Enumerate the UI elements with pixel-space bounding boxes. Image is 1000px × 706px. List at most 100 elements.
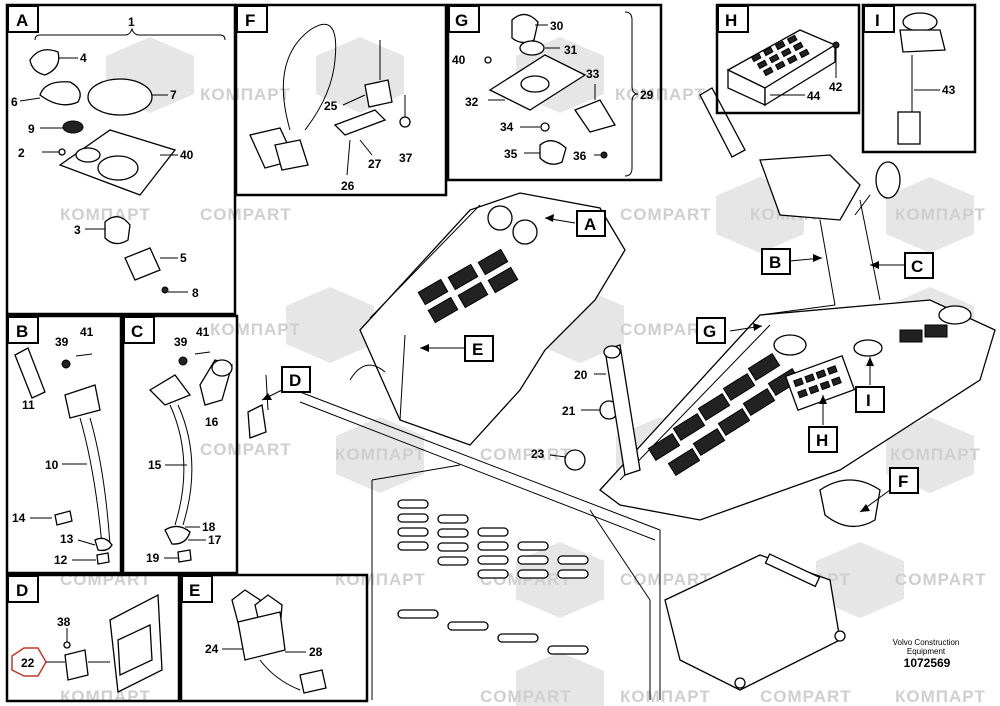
- callout-27: 27: [368, 157, 382, 171]
- callout-25: 25: [324, 99, 338, 113]
- callout-4: 4: [80, 51, 87, 65]
- pointer-f: F: [898, 472, 908, 491]
- pointer-c: C: [911, 257, 923, 276]
- watermark-text: COMPART: [200, 440, 292, 459]
- callout-15: 15: [148, 458, 162, 472]
- watermark-text: COMPART: [620, 320, 712, 339]
- callout-32: 32: [465, 95, 479, 109]
- watermark-text: COMPART: [895, 570, 987, 589]
- watermark-text: COMPART: [620, 570, 712, 589]
- keypad: [784, 354, 856, 412]
- watermark-text: КОМПАРТ: [210, 320, 301, 339]
- left-console-switches: [417, 248, 519, 324]
- callout-43: 43: [942, 83, 956, 97]
- panel-e: 24 28 E: [179, 573, 369, 703]
- watermark-text: COMPART: [620, 205, 712, 224]
- callout-38: 38: [57, 615, 71, 629]
- panel-label-b: B: [16, 322, 28, 341]
- callout-12: 12: [54, 553, 68, 567]
- callout-20: 20: [574, 368, 588, 382]
- callout-39: 39: [174, 335, 188, 349]
- panel-i: 43 I: [861, 3, 977, 154]
- main-view-pointers: A B C D E F G H: [261, 210, 934, 513]
- panel-label-g: G: [455, 11, 468, 30]
- callout-2: 40: [180, 148, 194, 162]
- callout-30: 30: [550, 19, 564, 33]
- main-cab-view: [247, 87, 996, 700]
- callout-18: 18: [202, 520, 216, 534]
- pointer-a: A: [584, 215, 596, 234]
- callout-8: 8: [192, 286, 199, 300]
- watermark-text: КОМПАРТ: [895, 687, 986, 706]
- callout-14: 14: [12, 511, 26, 525]
- callout-35: 35: [504, 147, 518, 161]
- pointer-e: E: [472, 340, 483, 359]
- watermark-text: КОМПАРТ: [335, 445, 426, 464]
- callout-26: 26: [341, 179, 355, 193]
- callout-13: 13: [60, 532, 74, 546]
- footer: Volvo Construction Equipment 1072569: [893, 638, 960, 670]
- pointer-h: H: [816, 431, 828, 450]
- panel-label-i: I: [875, 11, 880, 30]
- panel-label-e: E: [189, 581, 200, 600]
- callout-7: 7: [170, 88, 177, 102]
- vent-grille: [397, 499, 589, 655]
- callout-3: 3: [74, 223, 81, 237]
- watermark-text: КОМПАРТ: [60, 205, 151, 224]
- panel-d: 38 22 D: [5, 573, 181, 703]
- callout-11: 11: [22, 398, 35, 412]
- callout-19: 19: [146, 551, 160, 565]
- brand-line-1: Volvo Construction: [893, 638, 960, 647]
- callout-41: 41: [196, 325, 210, 339]
- pointer-b: B: [769, 253, 781, 272]
- watermark-text: COMPART: [200, 205, 292, 224]
- panel-g: 30 31 40 32 33 34 35 36 29 G: [446, 3, 663, 182]
- watermark-text: КОМПАРТ: [60, 687, 151, 706]
- callout-17: 17: [208, 533, 222, 547]
- callout-6: 6: [11, 95, 18, 109]
- panel-label-c: C: [131, 322, 143, 341]
- joystick-base: [759, 154, 861, 221]
- callout-34: 34: [500, 120, 514, 134]
- watermark-text: COMPART: [760, 687, 852, 706]
- panel-label-d: D: [16, 581, 28, 600]
- callout-40: 2: [18, 146, 25, 160]
- callout-37: 37: [399, 151, 413, 165]
- callout-22: 22: [21, 656, 35, 670]
- panel-label-a: A: [16, 11, 28, 30]
- callout-10: 10: [45, 458, 59, 472]
- watermark-text: COMPART: [480, 687, 572, 706]
- brand-line-2: Equipment: [907, 647, 946, 656]
- panel-c: 41 39 16 15 18 17 19 C: [121, 314, 239, 575]
- callout-36: 36: [573, 149, 587, 163]
- watermark-text: COMPART: [480, 445, 572, 464]
- pointer-d: D: [289, 371, 301, 390]
- callout-21: 21: [562, 404, 576, 418]
- callout-28: 28: [309, 645, 323, 659]
- right-console-switches: [647, 324, 948, 477]
- panel-label-f: F: [245, 11, 255, 30]
- keypad-buttons: [750, 34, 810, 77]
- callout-9: 9: [28, 122, 35, 136]
- watermark-text: КОМПАРТ: [620, 687, 711, 706]
- watermark-text: КОМПАРТ: [335, 570, 426, 589]
- panel-h: 42 44 H: [715, 3, 861, 115]
- callout-40: 40: [452, 53, 466, 67]
- callout-1: 1: [128, 15, 135, 29]
- callout-31: 31: [564, 43, 578, 57]
- left-console: [359, 192, 626, 446]
- panel-b: 41 39 11 10 14 13 12 B: [5, 314, 123, 575]
- callout-33: 33: [586, 67, 600, 81]
- panel-a: 1 4 6 7 9 40 2 3 5 8 A: [5, 3, 237, 316]
- callout-24: 24: [205, 642, 219, 656]
- panel-f: 25 27 26 37 F: [234, 3, 448, 197]
- drawing-number: 1072569: [904, 656, 951, 670]
- pointer-i: I: [866, 391, 871, 410]
- callout-44: 44: [807, 89, 821, 103]
- pointer-g: G: [703, 322, 716, 341]
- callout-39: 39: [55, 335, 69, 349]
- watermark-text: КОМПАРТ: [200, 85, 291, 104]
- watermark-text: КОМПАРТ: [890, 445, 981, 464]
- panel-label-h: H: [725, 11, 737, 30]
